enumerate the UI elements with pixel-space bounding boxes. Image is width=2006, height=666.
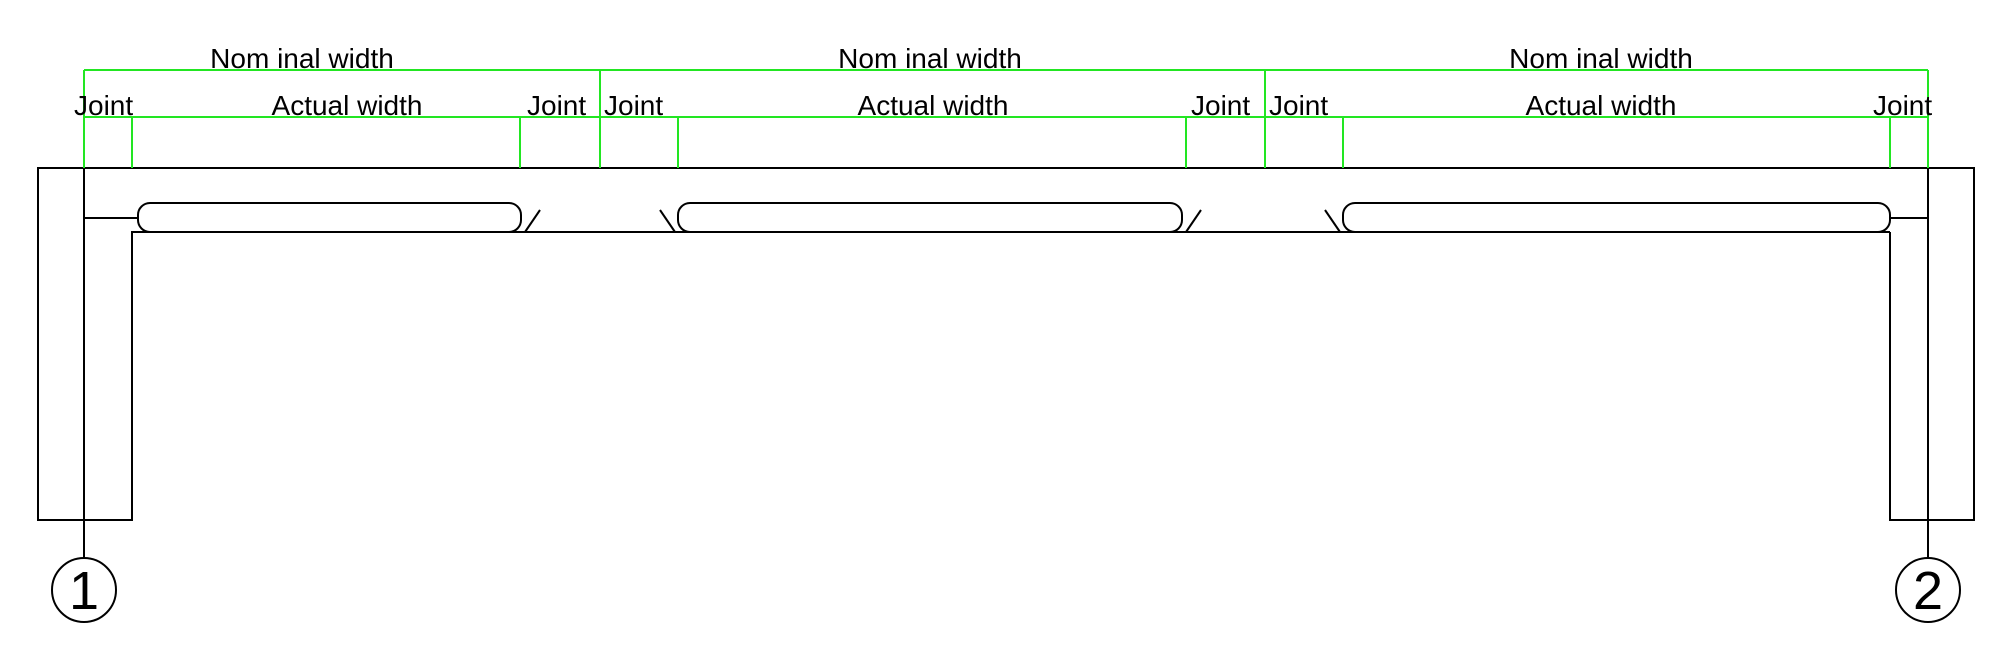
- joint-mark-1: [524, 209, 541, 233]
- actual-width-label-2: Actual width: [858, 90, 1009, 121]
- grid-marker-1-circle: [51, 557, 117, 623]
- panel-2: [677, 202, 1183, 233]
- right-column: [1889, 167, 1975, 521]
- actual-width-label-1: Actual width: [272, 90, 423, 121]
- joint-label-6: Joint: [1873, 90, 1932, 121]
- joint-label-2: Joint: [527, 90, 586, 121]
- grid-marker-1-label: 1: [69, 561, 99, 621]
- joint-label-1: Joint: [74, 90, 133, 121]
- left-column: [37, 167, 1890, 521]
- nominal-width-label-2: Nom inal width: [838, 43, 1022, 74]
- nominal-width-label-3: Nom inal width: [1509, 43, 1693, 74]
- grid-marker-2-circle: [1895, 557, 1961, 623]
- structure-outline: [37, 167, 1975, 558]
- joint-mark-4: [1324, 209, 1341, 233]
- grid-markers: 1 2: [51, 557, 1961, 623]
- nominal-width-label-1: Nom inal width: [210, 43, 394, 74]
- joint-mark-2: [659, 209, 676, 233]
- joint-label-5: Joint: [1269, 90, 1328, 121]
- dimension-lines: [83, 69, 1929, 168]
- grid-marker-2-label: 2: [1913, 561, 1943, 621]
- actual-width-label-3: Actual width: [1526, 90, 1677, 121]
- joint-label-4: Joint: [1191, 90, 1250, 121]
- joint-label-3: Joint: [604, 90, 663, 121]
- panels: [137, 202, 1891, 233]
- dimension-labels: Nom inal width Nom inal width Nom inal w…: [74, 43, 1932, 121]
- joint-mark-3: [1185, 209, 1202, 233]
- panel-3: [1342, 202, 1891, 233]
- panel-1: [137, 202, 522, 233]
